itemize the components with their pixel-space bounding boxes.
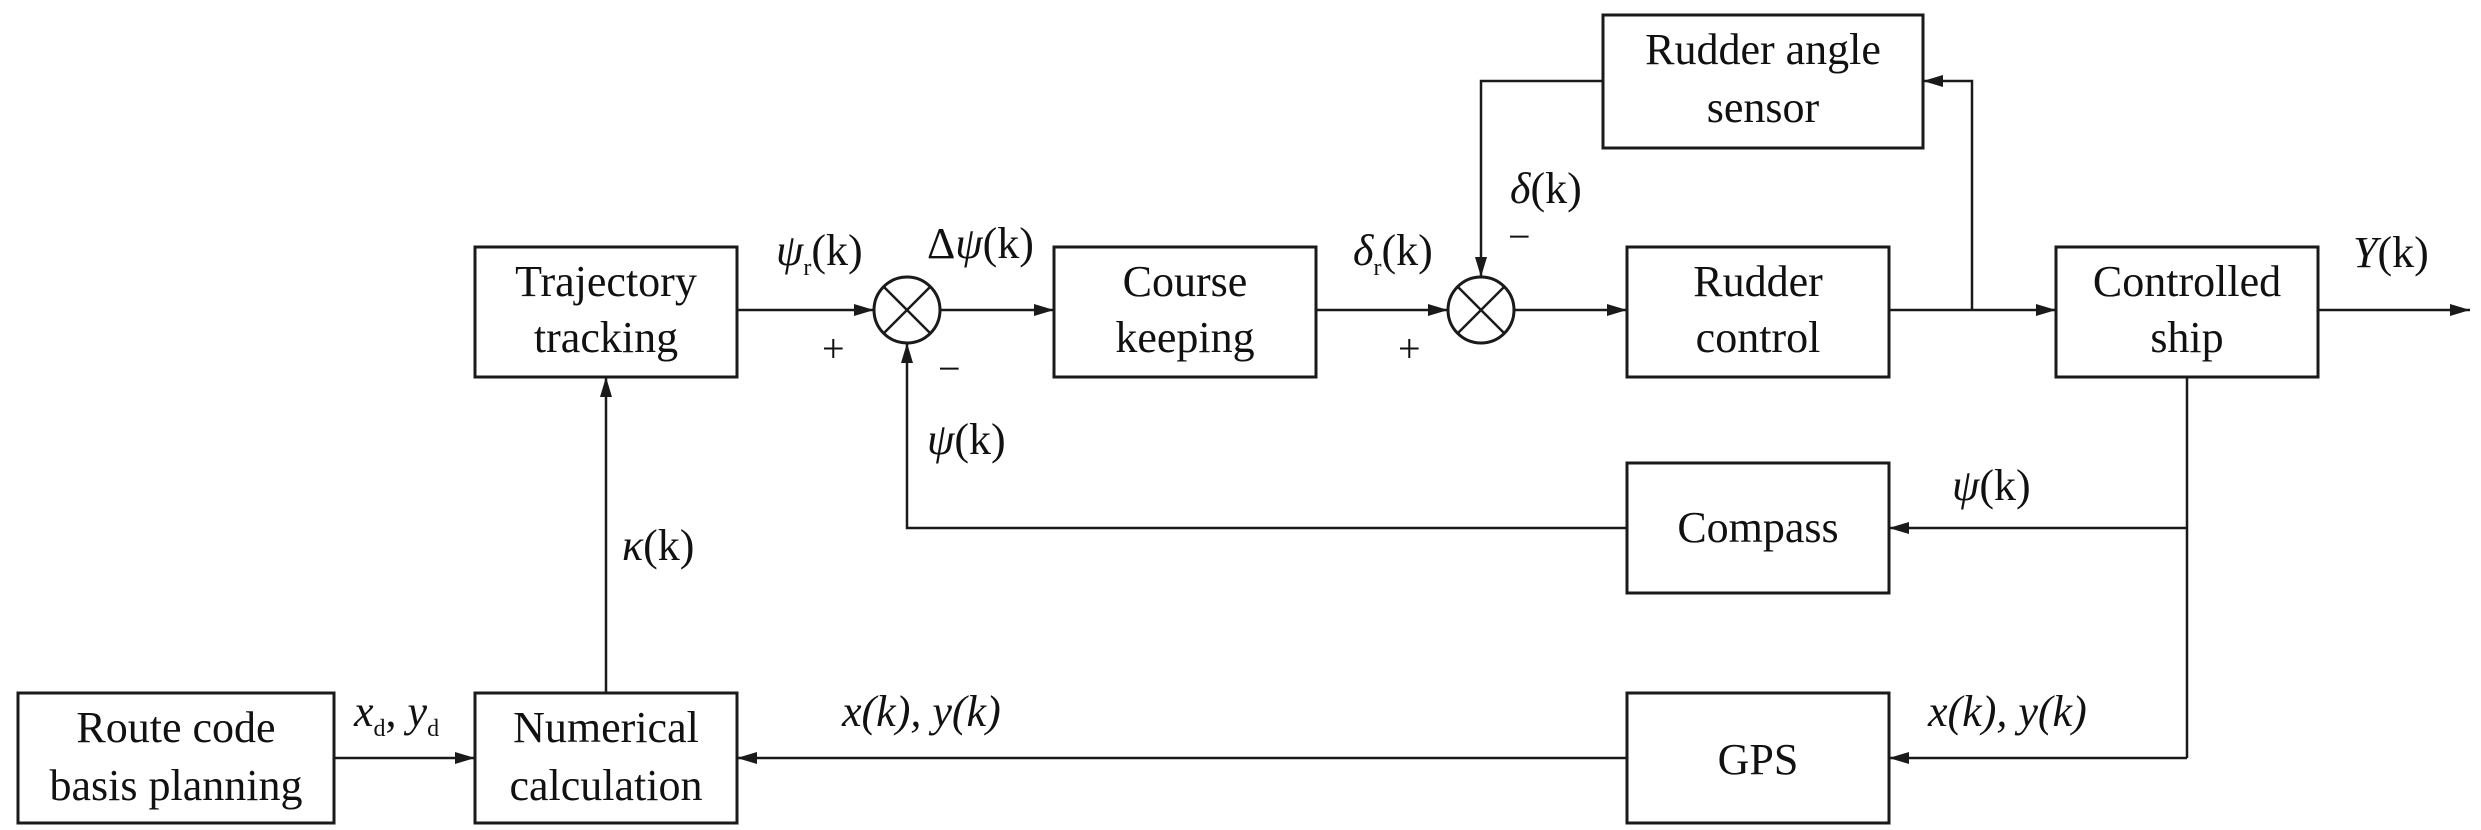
- gps-label: GPS: [1718, 735, 1799, 784]
- controlled-ship-block: Controlled ship: [2054, 245, 2320, 379]
- label-delta: δ(k): [1510, 164, 1582, 213]
- sum2-plus-sign: +: [1398, 326, 1421, 371]
- trajectory-tracking-line1: Trajectory: [515, 257, 697, 306]
- controlled-ship-line2: ship: [2150, 313, 2223, 362]
- rudder-control-line2: control: [1696, 313, 1821, 362]
- rudder-control-block: Rudder control: [1625, 245, 1891, 379]
- course-keeping-block: Course keeping: [1052, 245, 1318, 379]
- label-psi-feedback: ψ(k): [927, 415, 1006, 464]
- rudder-angle-sensor-line2: sensor: [1707, 83, 1820, 132]
- numerical-calc-line1: Numerical: [513, 703, 699, 752]
- rudder-control-line1: Rudder: [1693, 257, 1823, 306]
- label-delta-r: δr(k): [1353, 226, 1433, 281]
- label-xy-gps: x(k), y(k): [1927, 687, 2087, 736]
- rudder-angle-sensor-line1: Rudder angle: [1645, 25, 1881, 74]
- trajectory-tracking-block: Trajectory tracking: [473, 245, 739, 379]
- route-code-line1: Route code: [76, 703, 275, 752]
- label-psi-r: ψr(k): [776, 226, 863, 281]
- gps-block: GPS: [1625, 691, 1891, 825]
- label-xy-calc: x(k), y(k): [841, 687, 1001, 736]
- label-psi-compass: ψ(k): [1952, 461, 2031, 510]
- route-code-planning-block: Route code basis planning: [16, 691, 336, 825]
- label-kappa: κ(k): [622, 521, 694, 570]
- numerical-calc-line2: calculation: [509, 761, 702, 810]
- sum1-plus-sign: +: [822, 326, 845, 371]
- summing-junction-1: [872, 275, 942, 345]
- summing-junction-2: [1446, 275, 1516, 345]
- rudder-angle-sensor-block: Rudder angle sensor: [1601, 13, 1925, 150]
- numerical-calculation-block: Numerical calculation: [473, 691, 739, 825]
- label-delta-psi: Δψ(k): [927, 219, 1034, 268]
- course-keeping-line1: Course: [1123, 257, 1248, 306]
- compass-block: Compass: [1625, 461, 1891, 595]
- signal-wires: [334, 75, 2470, 764]
- trajectory-tracking-line2: tracking: [534, 313, 678, 362]
- controlled-ship-line1: Controlled: [2093, 257, 2281, 306]
- compass-label: Compass: [1677, 503, 1838, 552]
- label-y-output: Y(k): [2353, 228, 2429, 277]
- course-keeping-line2: keeping: [1115, 313, 1254, 362]
- label-xd-yd: xd, yd: [353, 687, 439, 742]
- route-code-line2: basis planning: [50, 761, 303, 810]
- sum2-minus-sign: −: [1508, 214, 1531, 259]
- sum1-minus-sign: −: [938, 346, 961, 391]
